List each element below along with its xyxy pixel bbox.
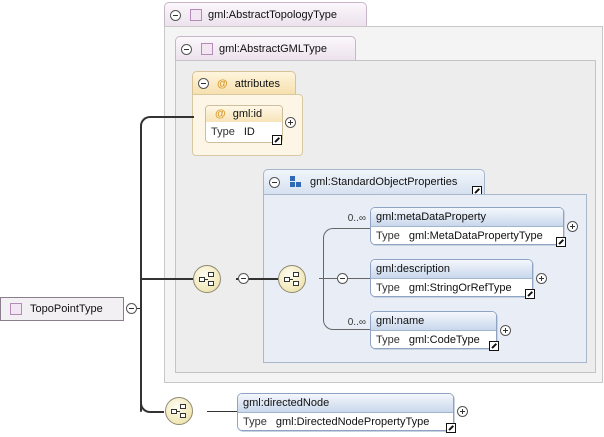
type-value: gml:MetaDataPropertyType: [408, 229, 543, 242]
element-header: gml:metaDataProperty: [371, 208, 563, 227]
abstract-gml-type-label: gml:AbstractGMLType: [219, 43, 327, 55]
attribute-icon: @: [217, 77, 228, 90]
expand-icon[interactable]: [567, 221, 578, 232]
collapse-icon[interactable]: [198, 78, 209, 89]
cardinality-label: 0..∞: [347, 213, 366, 224]
connector: [141, 278, 193, 280]
expand-icon[interactable]: [457, 406, 468, 417]
link-icon[interactable]: [556, 237, 566, 247]
element-header: gml:name: [371, 312, 496, 331]
standard-object-properties-label: gml:StandardObjectProperties: [310, 176, 458, 188]
type-label: Type: [243, 415, 267, 428]
attributes-tab[interactable]: @ attributes: [192, 71, 296, 95]
link-icon[interactable]: [525, 289, 535, 299]
attributes-label: attributes: [234, 77, 280, 90]
collapse-icon[interactable]: [170, 9, 181, 21]
type-value: gml:CodeType: [408, 333, 480, 346]
complex-type-icon: [201, 43, 213, 55]
element-name: gml:description: [376, 263, 450, 275]
type-value: ID: [243, 126, 255, 138]
connector: [207, 411, 237, 412]
connector: [140, 116, 194, 136]
element-name: gml:directedNode: [243, 397, 330, 409]
topo-point-type-label: TopoPointType: [30, 303, 103, 315]
attribute-type-row: Type ID: [206, 122, 282, 142]
complex-type-icon: [10, 303, 22, 315]
attribute-icon: @: [215, 108, 226, 120]
abstract-topology-type-label: gml:AbstractTopologyType: [208, 9, 338, 21]
sequence-compositor-icon[interactable]: [278, 265, 306, 293]
collapse-icon[interactable]: [269, 176, 280, 188]
expand-icon[interactable]: [536, 273, 547, 284]
group-icon: [290, 176, 302, 188]
element-description[interactable]: gml:description Type gml:StringOrRefType: [370, 259, 533, 297]
type-label: Type: [376, 229, 400, 242]
attribute-gml-id[interactable]: @ gml:id Type ID: [205, 105, 283, 143]
element-name: gml:name: [376, 315, 425, 327]
type-value: gml:DirectedNodePropertyType: [275, 415, 430, 428]
sequence-compositor-icon[interactable]: [165, 397, 193, 425]
standard-object-properties-tab[interactable]: gml:StandardObjectProperties: [263, 169, 485, 194]
collapse-icon[interactable]: [126, 303, 137, 314]
type-label: Type: [376, 333, 400, 346]
type-label: Type: [211, 126, 235, 138]
collapse-icon[interactable]: [181, 43, 192, 55]
element-directed-node[interactable]: gml:directedNode Type gml:DirectedNodePr…: [237, 393, 454, 431]
expand-icon[interactable]: [500, 325, 511, 336]
connector: [140, 399, 164, 413]
link-icon[interactable]: [489, 341, 499, 351]
connector: [236, 278, 278, 280]
topo-point-type-box[interactable]: TopoPointType: [0, 297, 124, 321]
cardinality-label: 0..∞: [347, 317, 366, 328]
collapse-icon[interactable]: [238, 273, 250, 284]
collapse-icon[interactable]: [337, 273, 349, 284]
connector: [140, 124, 142, 412]
link-icon[interactable]: [446, 423, 456, 433]
type-value: gml:StringOrRefType: [408, 281, 512, 294]
abstract-topology-type-tab[interactable]: gml:AbstractTopologyType: [164, 2, 367, 27]
element-type-row: Type gml:DirectedNodePropertyType: [238, 413, 453, 430]
element-header: gml:description: [371, 260, 532, 279]
type-label: Type: [376, 281, 400, 294]
abstract-gml-type-tab[interactable]: gml:AbstractGMLType: [175, 36, 356, 61]
expand-icon[interactable]: [285, 117, 296, 128]
connector: [137, 308, 141, 309]
link-icon[interactable]: [272, 135, 282, 145]
element-name-card[interactable]: gml:name Type gml:CodeType: [370, 311, 497, 349]
element-header: gml:directedNode: [238, 394, 453, 413]
attribute-header: @ gml:id: [206, 106, 282, 122]
element-type-row: Type gml:CodeType: [371, 331, 496, 348]
sequence-compositor-icon[interactable]: [193, 265, 221, 293]
element-type-row: Type gml:MetaDataPropertyType: [371, 227, 563, 244]
attribute-name: gml:id: [232, 108, 263, 120]
element-metadata-property[interactable]: gml:metaDataProperty Type gml:MetaDataPr…: [370, 207, 564, 245]
element-type-row: Type gml:StringOrRefType: [371, 279, 532, 296]
connector: [323, 228, 371, 330]
element-name: gml:metaDataProperty: [376, 211, 487, 223]
complex-type-icon: [190, 9, 202, 21]
